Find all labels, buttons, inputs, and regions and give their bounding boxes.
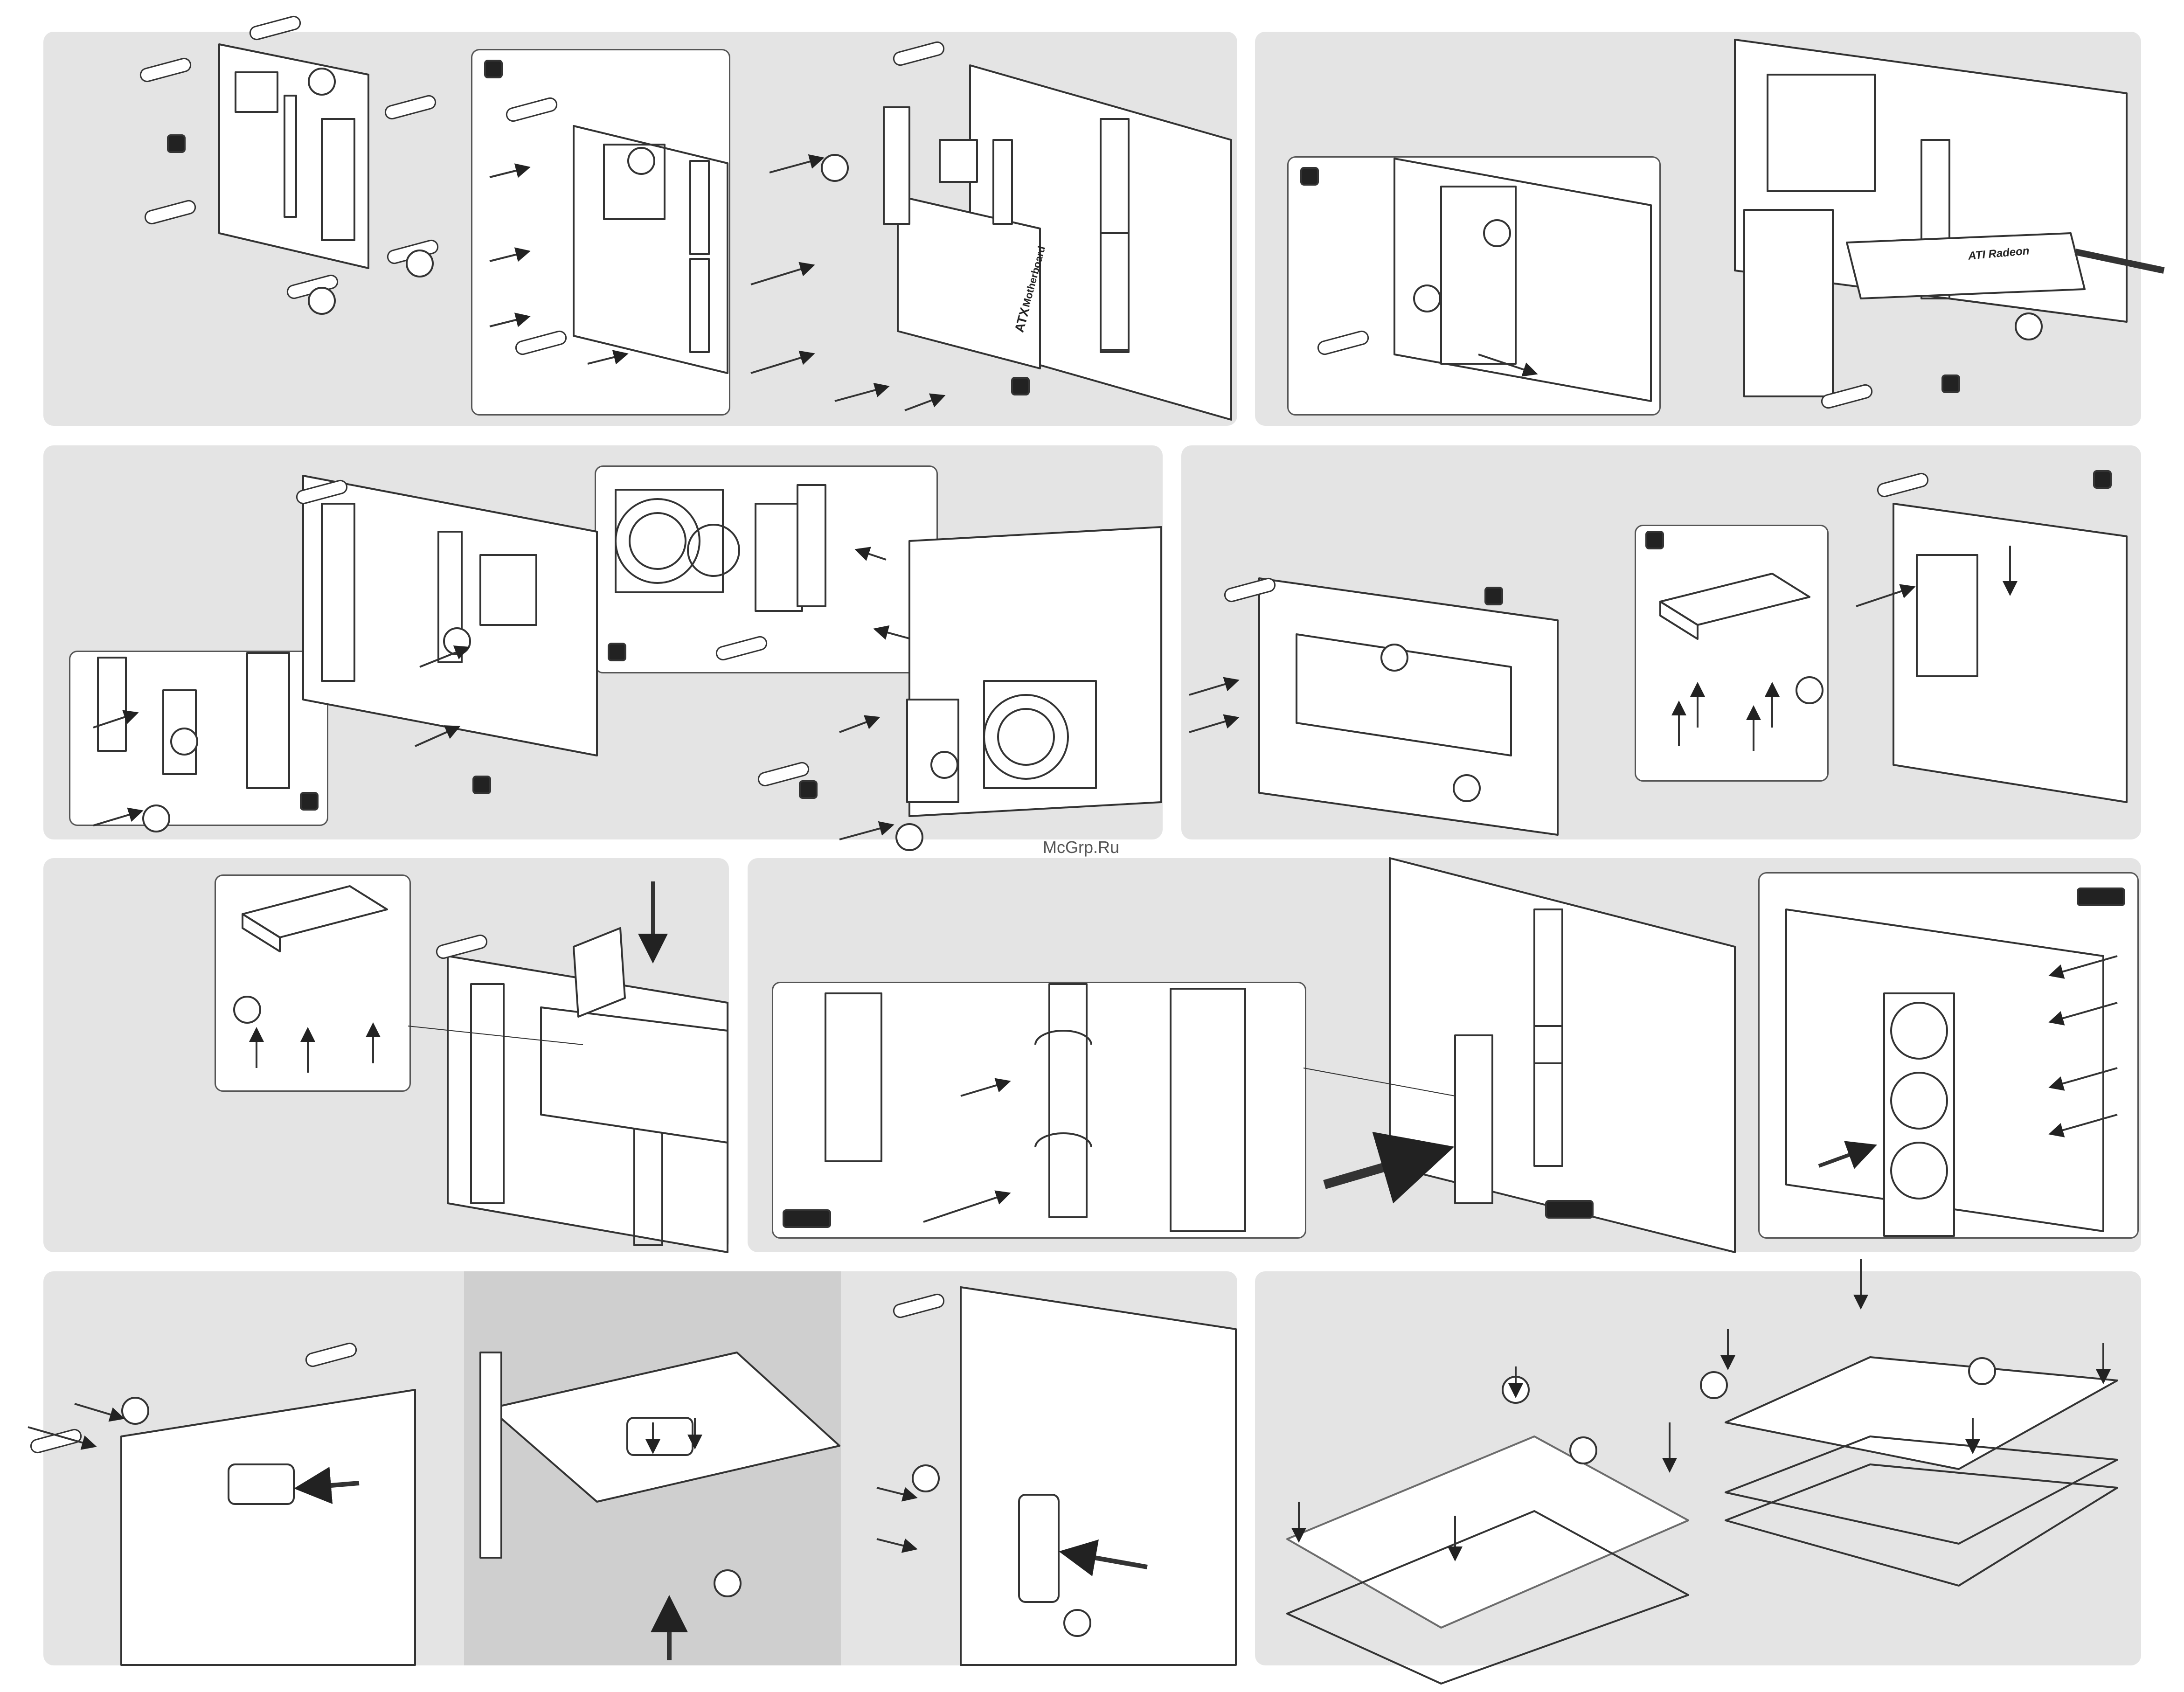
mb-tray-plate bbox=[219, 44, 368, 268]
watermark: McGrp.Ru bbox=[1043, 838, 1119, 857]
